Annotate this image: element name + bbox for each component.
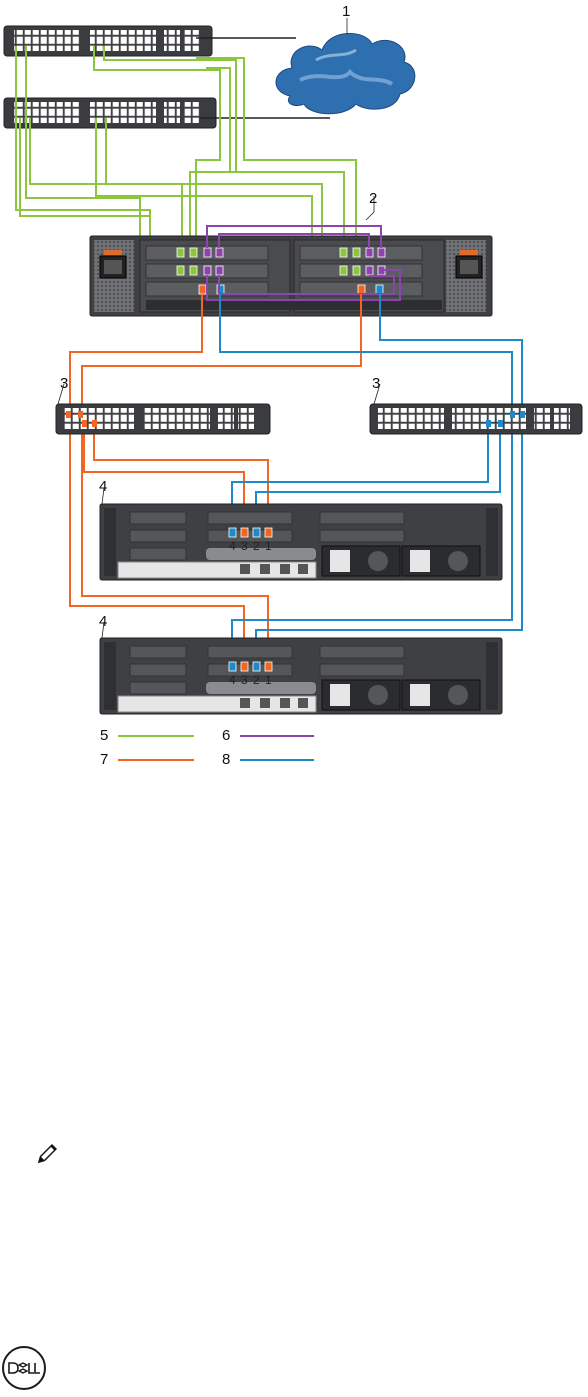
callout-2: 2 — [369, 190, 377, 207]
server-2-port-label: 4 — [229, 673, 236, 687]
callout-4-bottom: 4 — [99, 613, 107, 630]
storage-controller — [90, 236, 492, 316]
legend-number-6: 6 — [222, 727, 230, 744]
top-switch-1 — [4, 26, 212, 56]
legend-number-7: 7 — [100, 751, 108, 768]
server-1-port-label: 3 — [241, 539, 248, 553]
left-middle-switch — [56, 404, 270, 434]
legend-number-8: 8 — [222, 751, 230, 768]
top-switch-2 — [4, 98, 216, 128]
callout-1: 1 — [342, 3, 350, 20]
callout-3-left: 3 — [60, 375, 68, 392]
callout-3-right: 3 — [372, 375, 380, 392]
callout-4-top: 4 — [99, 478, 107, 495]
note-pencil-icon — [36, 1141, 60, 1165]
server-1-port-label: 2 — [253, 539, 260, 553]
right-middle-switch — [370, 404, 582, 434]
server-1-port-label: 1 — [265, 539, 272, 553]
legend-number-5: 5 — [100, 727, 108, 744]
server-2-port-label: 3 — [241, 673, 248, 687]
network-cloud — [276, 33, 415, 113]
server-1-port-label: 4 — [229, 539, 236, 553]
dell-logo — [0, 1344, 48, 1392]
server-2-port-label: 2 — [253, 673, 260, 687]
server-2 — [100, 638, 502, 714]
cable-legend: 5 6 7 8 — [100, 727, 314, 768]
blue-cables — [220, 294, 522, 640]
orange-cables — [70, 294, 361, 640]
server-1 — [100, 504, 502, 580]
server-2-port-label: 1 — [265, 673, 272, 687]
